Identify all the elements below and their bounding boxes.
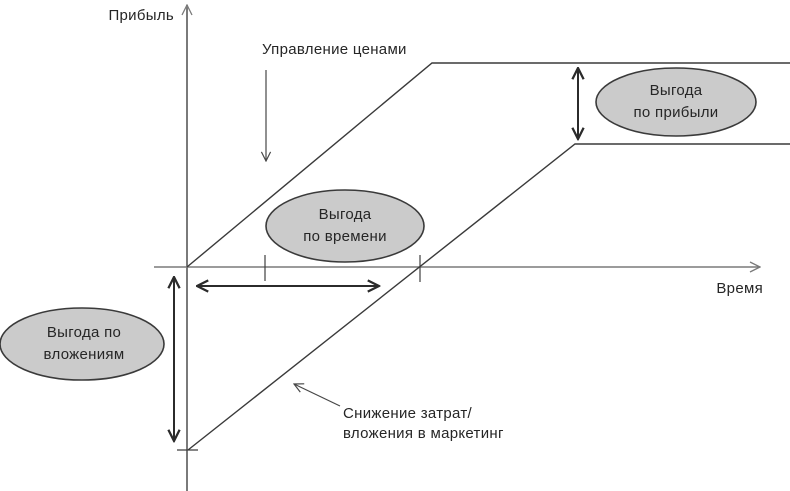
- profit-benefit-ellipse: [595, 67, 757, 137]
- lower-profit-curve: [187, 143, 790, 451]
- cost-reduction-label-line1: Снижение затрат/: [343, 405, 473, 422]
- time-benefit-label-line2: по времени: [303, 228, 387, 245]
- time-benefit-ellipse: [265, 189, 425, 263]
- profit-benefit-bubble: Выгода по прибыли: [595, 67, 757, 137]
- profit-benefit-label-line2: по прибыли: [634, 104, 719, 121]
- profit-benefit-label-line1: Выгода: [650, 82, 703, 99]
- cost-reduction-arrow: [294, 384, 341, 407]
- y-axis-label: Прибыль: [108, 7, 174, 24]
- investment-benefit-bubble: Выгода по вложениям: [0, 307, 165, 381]
- x-axis-label: Время: [716, 280, 763, 297]
- time-benefit-label-line1: Выгода: [319, 206, 372, 223]
- investment-benefit-ellipse: [0, 307, 165, 381]
- price-management-label: Управление ценами: [262, 41, 407, 58]
- upper-profit-curve: [186, 62, 790, 268]
- investment-benefit-label-line2: вложениям: [44, 346, 125, 363]
- investment-benefit-label-line1: Выгода по: [47, 324, 121, 341]
- time-benefit-bubble: Выгода по времени: [265, 189, 425, 263]
- cost-reduction-label-line2: вложения в маркетинг: [343, 425, 504, 442]
